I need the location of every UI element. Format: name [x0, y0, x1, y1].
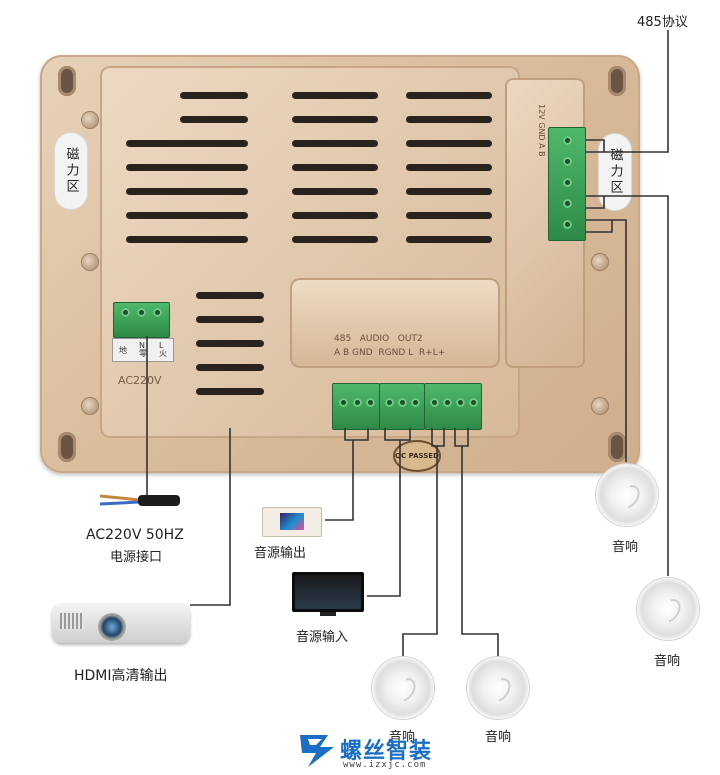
- vent-slot: [292, 116, 378, 123]
- ac-marking: AC220V: [118, 374, 162, 387]
- vent-slot: [126, 212, 248, 219]
- wire-audio-out: [325, 428, 354, 521]
- live-label: L 火: [159, 341, 167, 358]
- wire-speaker-bottom-right: [454, 428, 499, 656]
- projector-icon: [52, 593, 190, 651]
- terminal-485: [332, 383, 380, 430]
- hdmi-out-label: HDMI高清输出: [74, 668, 168, 684]
- mount-hole-tr: [608, 66, 626, 96]
- vent-slot: [406, 188, 492, 195]
- mount-hole-bl: [58, 432, 76, 462]
- wire-speaker-right-top: [586, 219, 627, 462]
- vent-slot: [292, 92, 378, 99]
- mount-hole-br: [608, 432, 626, 462]
- vent-slot: [126, 140, 248, 147]
- vent-slot: [292, 212, 378, 219]
- brand-mark-icon: [300, 735, 334, 767]
- bottom-terminal-legend-sub: A B GND RGND L R+L+: [334, 348, 446, 358]
- vent-slot: [196, 316, 264, 323]
- vent-slot: [292, 140, 378, 147]
- vent-slot: [406, 164, 492, 171]
- brand-logo: [298, 731, 338, 769]
- vent-slot: [406, 236, 492, 243]
- screw: [82, 112, 98, 128]
- screw: [82, 254, 98, 270]
- power-cable: [99, 492, 180, 510]
- wire-hdmi: [190, 428, 231, 606]
- earth-label: 地: [119, 345, 127, 355]
- wire-speaker-right-bottom: [586, 195, 669, 576]
- wire-485: [586, 30, 669, 153]
- vent-slot: [180, 116, 248, 123]
- power-spec-label: AC220V 50HZ: [86, 527, 184, 543]
- audio-in-label: 音源输入: [296, 630, 349, 645]
- vent-slot: [292, 188, 378, 195]
- vent-slot: [406, 116, 492, 123]
- terminal-out2: [424, 383, 482, 430]
- right-terminal-legend: 12V GND A B: [537, 104, 546, 157]
- tv-icon: [292, 572, 364, 616]
- wire-speaker-bottom-left: [402, 428, 438, 656]
- power-terminal: [113, 302, 170, 338]
- speaker-right-bottom: [637, 578, 699, 640]
- brand-url: www.izxjc.com: [343, 760, 427, 770]
- vent-slot: [126, 236, 248, 243]
- vent-slot: [406, 92, 492, 99]
- terminal-housing-bottom: [290, 278, 500, 368]
- speaker-label: 音响: [654, 654, 681, 669]
- vent-slot: [406, 140, 492, 147]
- vent-slot: [126, 164, 248, 171]
- vent-cover: [100, 66, 520, 438]
- mount-hole-tl: [58, 66, 76, 96]
- vent-slot: [196, 340, 264, 347]
- vent-slot: [196, 292, 264, 299]
- right-terminal-block: [548, 127, 586, 241]
- vent-slot: [292, 164, 378, 171]
- speaker-label: 音响: [485, 730, 512, 745]
- magnetic-zone-left: 磁力区: [55, 133, 87, 209]
- vent-slot: [196, 388, 264, 395]
- speaker-right-top: [596, 464, 658, 526]
- power-terminal-legend: 地 N 零 L 火: [112, 338, 174, 362]
- screw: [592, 254, 608, 270]
- speaker-bottom-right: [467, 657, 529, 719]
- wire-audio-in: [367, 428, 401, 597]
- power-port-label: 电源接口: [110, 550, 163, 565]
- speaker-label: 音响: [612, 540, 639, 555]
- screw: [592, 398, 608, 414]
- vent-slot: [196, 364, 264, 371]
- rs485-label: 485协议: [637, 15, 688, 30]
- speaker-bottom-left: [372, 657, 434, 719]
- audio-source-panel-icon: [262, 507, 322, 537]
- screw: [82, 398, 98, 414]
- audio-out-label: 音源输出: [254, 546, 307, 561]
- vent-slot: [180, 92, 248, 99]
- wire-485-b: [586, 139, 605, 152]
- brand-name: 螺丝智装: [340, 739, 433, 764]
- vent-slot: [292, 236, 378, 243]
- vent-slot: [406, 212, 492, 219]
- neutral-label: N 零: [139, 341, 147, 358]
- vent-slot: [126, 188, 248, 195]
- speaker-label: 音响: [389, 730, 416, 745]
- bottom-terminal-legend: 485 AUDIO OUT2: [334, 334, 423, 344]
- terminal-audio: [379, 383, 425, 430]
